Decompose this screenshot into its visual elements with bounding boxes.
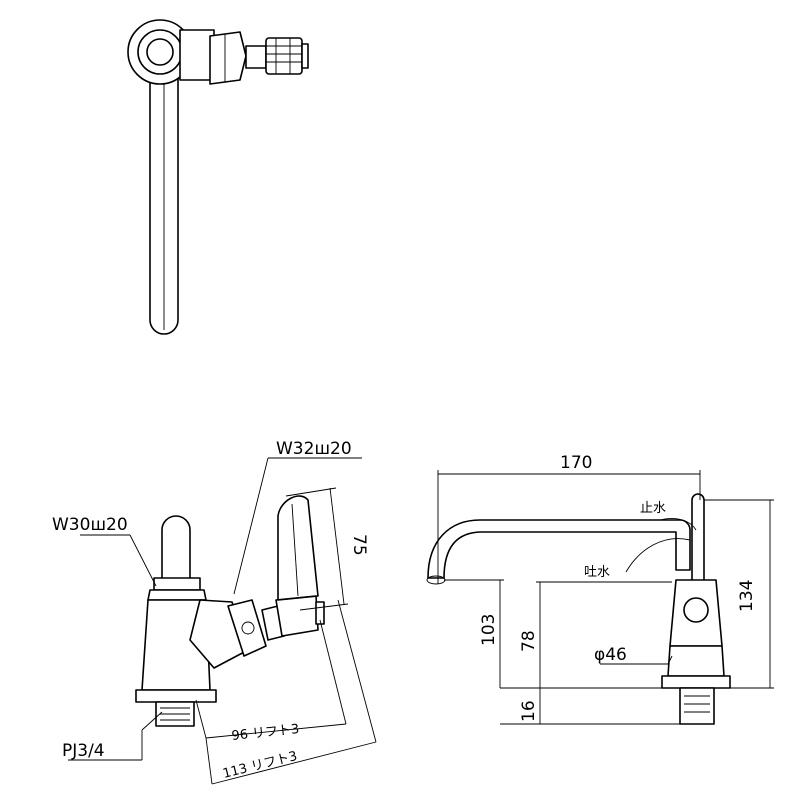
dim-16: 16 (519, 700, 539, 722)
label-phi46: φ46 (594, 645, 627, 665)
label-w30: W30ш20 (52, 515, 128, 535)
side-dimensions (195, 487, 377, 785)
front-spout (427, 519, 691, 579)
dim-113: 113 リフト3 (221, 749, 299, 782)
label-stop-water: 止水 (640, 501, 666, 516)
dim-170: 170 (560, 453, 592, 473)
top-body (179, 29, 215, 81)
label-spout-water: 吐水 (584, 565, 610, 580)
front-lever (691, 493, 705, 583)
labels: W32ш20 W30ш20 PJ3/4 75 96 リフト3 113 リフト3 … (52, 439, 757, 782)
side-lever (275, 595, 319, 637)
front-dimensions (437, 470, 774, 725)
front-flange (661, 675, 731, 689)
side-leaders (68, 457, 362, 761)
top-ribbed-end (265, 37, 303, 75)
side-angled-nut (227, 599, 267, 657)
label-pj: PJ3/4 (62, 741, 105, 761)
front-shank (679, 687, 715, 725)
dim-96: 96 リフト3 (231, 722, 300, 744)
top-hex-nut (209, 31, 247, 85)
dim-103: 103 (479, 614, 499, 646)
side-handle-knob (161, 515, 191, 581)
side-flange (135, 689, 217, 703)
top-lever-handle (149, 54, 179, 335)
top-view (127, 19, 309, 335)
dim-78: 78 (519, 630, 539, 652)
front-view (426, 493, 731, 725)
label-w32: W32ш20 (276, 439, 352, 459)
dim-134: 134 (737, 580, 757, 612)
side-view (135, 495, 325, 727)
dim-75: 75 (349, 534, 369, 556)
